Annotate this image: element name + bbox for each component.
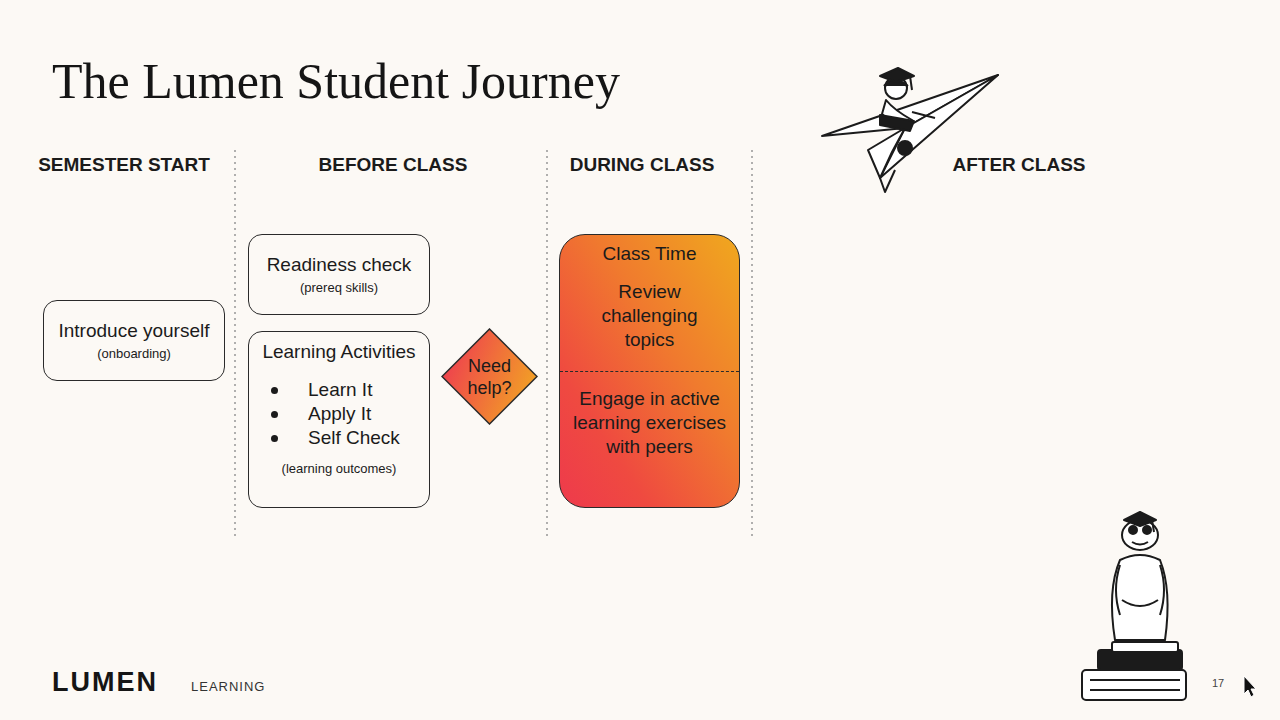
frog-on-books-illustration — [1082, 512, 1186, 700]
onboarding-box: Introduce yourself (onboarding) — [43, 300, 225, 381]
box-heading: Class Time — [603, 242, 697, 266]
box-label: Introduce yourself — [58, 319, 209, 343]
list-item: Learn It — [271, 378, 372, 402]
list-item: Self Check — [271, 426, 400, 450]
list-item-text: Apply It — [308, 402, 371, 426]
lower-section: Engage in active learning exercises with… — [560, 387, 739, 459]
list-item-text: Self Check — [308, 426, 400, 450]
bullet-dot — [271, 387, 278, 394]
box-note: (learning outcomes) — [282, 460, 397, 477]
box-body: Review challenging topics — [575, 280, 725, 352]
mouse-cursor — [1244, 676, 1256, 697]
box-label: Learning Activities — [262, 340, 415, 364]
dashed-divider — [560, 371, 739, 372]
slide-title: The Lumen Student Journey — [52, 52, 620, 110]
list-item-text: Learn It — [308, 378, 372, 402]
upper-section: Class TimeReview challenging topics — [560, 235, 739, 371]
column-dividers — [235, 150, 752, 540]
diamond-shape — [441, 328, 538, 425]
diamond-outline — [442, 329, 537, 424]
logo-subtext: LEARNING — [191, 679, 265, 694]
activities-box: Learning ActivitiesLearn ItApply ItSelf … — [248, 331, 430, 508]
class-time-box: Class TimeReview challenging topicsEngag… — [559, 234, 740, 508]
bullet-dot — [271, 411, 278, 418]
box-note: (onboarding) — [97, 345, 171, 362]
column-header: SEMESTER START — [38, 154, 210, 176]
bullet-dot — [271, 435, 278, 442]
box-body: Engage in active learning exercises with… — [570, 387, 730, 459]
column-header: BEFORE CLASS — [319, 154, 468, 176]
list-item: Apply It — [271, 402, 371, 426]
readiness-box: Readiness check (prereq skills) — [248, 234, 430, 315]
decision-diamond: Need help? — [441, 328, 538, 425]
page-number: 17 — [1212, 677, 1224, 689]
box-note: (prereq skills) — [300, 279, 378, 296]
column-header: DURING CLASS — [570, 154, 715, 176]
decision-label: Need help? — [457, 355, 523, 399]
column-header: AFTER CLASS — [953, 154, 1086, 176]
logo-wordmark: LUMEN — [52, 667, 158, 698]
box-label: Readiness check — [267, 253, 412, 277]
